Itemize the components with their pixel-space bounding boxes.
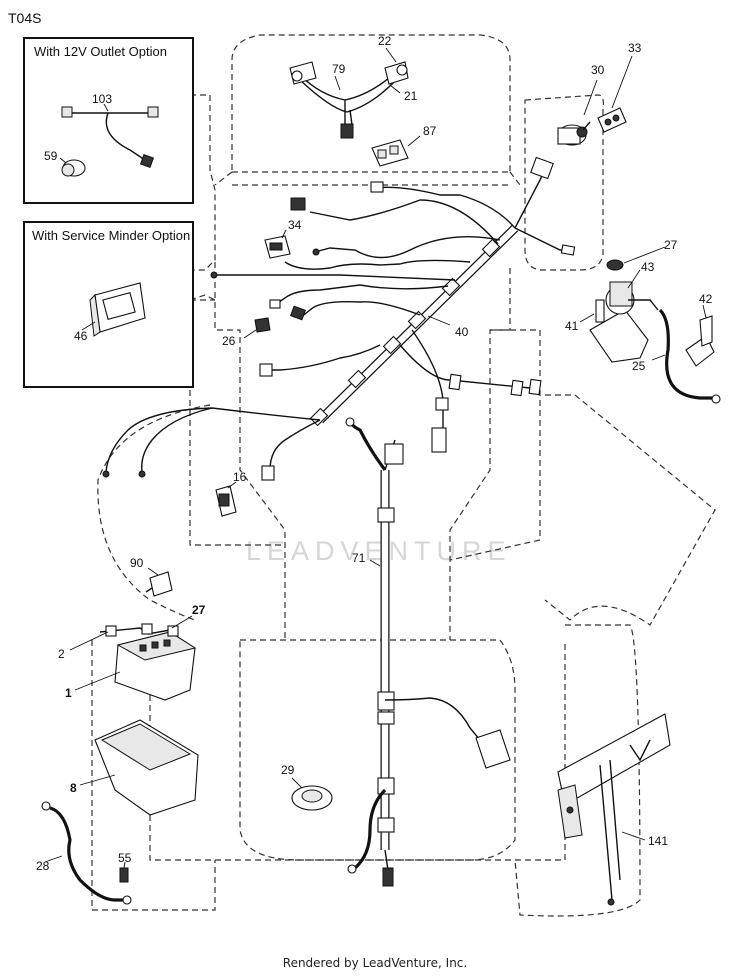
tractor-outline: [91, 34, 716, 917]
callout-103: 103: [92, 92, 112, 106]
switch-34: [264, 229, 291, 259]
footer-credit: Rendered by LeadVenture, Inc.: [282, 956, 468, 970]
rear-right-outline: [514, 624, 641, 917]
rear-lower-outline: [91, 640, 566, 911]
callout-27-top: 27: [664, 238, 678, 252]
relay-90: [145, 567, 173, 597]
frame-outline-2: [189, 329, 541, 561]
callout-28: 28: [36, 859, 50, 873]
callout-22: 22: [378, 34, 392, 48]
outlet-option-title: With 12V Outlet Option: [34, 44, 167, 59]
battery-1: [74, 631, 197, 701]
callout-42: 42: [699, 292, 713, 306]
service-minder-option-box: With Service Minder Option: [23, 221, 194, 388]
diagram-code: T04S: [8, 10, 42, 26]
callout-34: 34: [288, 218, 302, 232]
watermark-text: LEADVENTURE: [246, 536, 512, 566]
dash-panel-outline: [214, 171, 521, 186]
callout-25: 25: [632, 359, 646, 373]
left-upper-outline: [190, 94, 216, 271]
callout-87: 87: [423, 124, 437, 138]
seat-outline: [239, 639, 516, 861]
relay-87: [371, 135, 421, 167]
callout-30: 30: [591, 63, 605, 77]
outlet-option-box: With 12V Outlet Option: [23, 37, 194, 204]
callout-59: 59: [44, 149, 58, 163]
cable-28: [41, 801, 132, 905]
callout-71: 71: [352, 551, 366, 565]
right-upper-outline: [524, 94, 605, 271]
service-minder-option-title: With Service Minder Option: [32, 228, 190, 243]
fuse-26: [243, 317, 271, 339]
ignition-switch-30: [557, 79, 598, 146]
left-fender-outline: [97, 404, 211, 621]
key-33: [597, 55, 633, 133]
cable-25: [651, 304, 721, 404]
interlock-141: [557, 713, 671, 906]
hood-outline: [231, 34, 511, 175]
callout-141: 141: [648, 834, 668, 848]
bolt-55: [119, 861, 129, 883]
callout-43: 43: [641, 260, 655, 274]
callout-16: 16: [233, 470, 247, 484]
callout-79: 79: [332, 62, 346, 76]
callout-21: 21: [404, 89, 418, 103]
harness-71: [345, 417, 511, 887]
callout-27-battery: 27: [192, 603, 206, 617]
callout-46: 46: [74, 329, 88, 343]
battery-tray-8: [79, 719, 199, 816]
callout-55: 55: [118, 851, 132, 865]
callout-40: 40: [455, 325, 469, 339]
main-harness-40: [102, 156, 576, 481]
callout-41: 41: [565, 319, 579, 333]
callout-1: 1: [65, 686, 72, 700]
right-fender-outline: [544, 394, 716, 626]
callout-29: 29: [281, 763, 295, 777]
callout-2: 2: [58, 647, 65, 661]
frame-outline: [214, 262, 511, 640]
solenoid-43: [579, 246, 666, 363]
module-16: [215, 481, 237, 517]
headlight-harness: [289, 47, 409, 139]
battery-bolts: [69, 615, 193, 651]
callout-26: 26: [222, 334, 236, 348]
buzzer-29: [291, 777, 333, 811]
callout-8: 8: [70, 781, 77, 795]
callout-labels: 22 79 21 87 30 33 103 59 34 27 43 42 41 …: [36, 34, 713, 873]
callout-90: 90: [130, 556, 144, 570]
callout-33: 33: [628, 41, 642, 55]
